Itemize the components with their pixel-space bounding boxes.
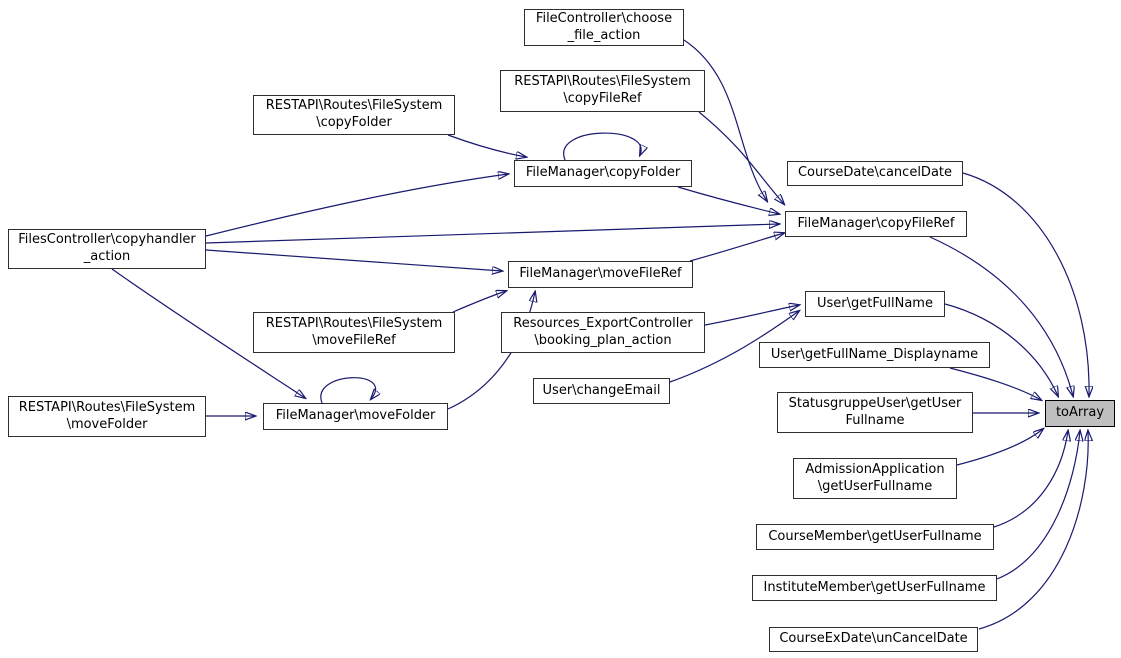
node-filemanager-copyfolder[interactable]: FileManager\copyFolder [514,160,692,187]
node-resources-exportcontroller-booking-plan-action[interactable]: Resources_ExportController \booking_plan… [501,312,705,353]
edge-courseexdate-to-toarray [978,431,1088,630]
edge-coursemember-to-toarray [993,431,1068,528]
edge-changeemail-to-getfullname [669,311,799,383]
edge-copyhandler-to-copyfileref [205,224,779,244]
edge-restcopyfileref-to-copyfileref [698,111,784,204]
node-toarray-focus[interactable]: toArray [1045,400,1115,427]
node-restapi-movefileref[interactable]: RESTAPI\Routes\FileSystem \moveFileRef [253,312,455,353]
edge-institutemember-to-toarray [996,431,1080,580]
node-courseexdate-uncanceldate[interactable]: CourseExDate\unCancelDate [769,627,978,652]
edge-restcopyfolder-to-copyfolder [447,134,526,157]
node-coursedate-canceldate[interactable]: CourseDate\cancelDate [787,161,963,186]
edge-copyfolder-to-copyfileref [677,186,779,214]
edge-canceldate-to-toarray [962,172,1089,396]
node-coursemember-getuserfullname[interactable]: CourseMember\getUserFullname [756,524,994,550]
node-filemanager-movefolder[interactable]: FileManager\moveFolder [263,403,448,430]
node-filecontroller-choose-file-action[interactable]: FileController\choose _file_action [524,9,684,46]
edge-getfullname-to-toarray [944,303,1058,396]
node-user-changeemail[interactable]: User\changeEmail [533,378,670,404]
edge-restmovefileref-to-movefileref [452,291,506,313]
edge-movefolder-self-loop [320,377,376,404]
node-filemanager-copyfileref[interactable]: FileManager\copyFileRef [785,211,967,237]
edge-copyhandler-to-movefileref [205,249,502,271]
node-institutemember-getuserfullname[interactable]: InstituteMember\getUserFullname [752,575,997,601]
edge-admission-to-toarray [956,429,1043,466]
node-filescontroller-copyhandler-action[interactable]: FilesController\copyhandler _action [8,229,206,269]
edge-copyhandler-to-copyfolder [205,174,508,237]
edge-movefileref-to-copyfileref [689,233,784,262]
edge-choose-to-copyfileref [683,39,767,201]
edge-displayname-to-toarray [949,367,1041,400]
edge-copyhandler-to-movefolder [111,268,305,398]
node-restapi-movefolder[interactable]: RESTAPI\Routes\FileSystem \moveFolder [8,396,206,437]
node-restapi-copyfolder[interactable]: RESTAPI\Routes\FileSystem \copyFolder [253,95,455,135]
node-user-getfullname[interactable]: User\getFullName [805,291,945,317]
edge-booking-to-getfullname [704,305,799,326]
edge-copyfileref-to-toarray [929,236,1073,396]
edge-copyfolder-self-loop [563,132,641,161]
node-statusgruppeuser-getuserfullname[interactable]: StatusgruppeUser\getUser Fullname [777,392,973,433]
node-user-getfullname-displayname[interactable]: User\getFullName_Displayname [759,342,990,368]
node-admissionapplication-getuserfullname[interactable]: AdmissionApplication \getUserFullname [793,458,957,499]
edge-movefolder-to-movefileref [447,292,535,410]
node-filemanager-movefileref[interactable]: FileManager\moveFileRef [508,261,693,288]
node-restapi-copyfileref[interactable]: RESTAPI\Routes\FileSystem \copyFileRef [500,70,705,112]
